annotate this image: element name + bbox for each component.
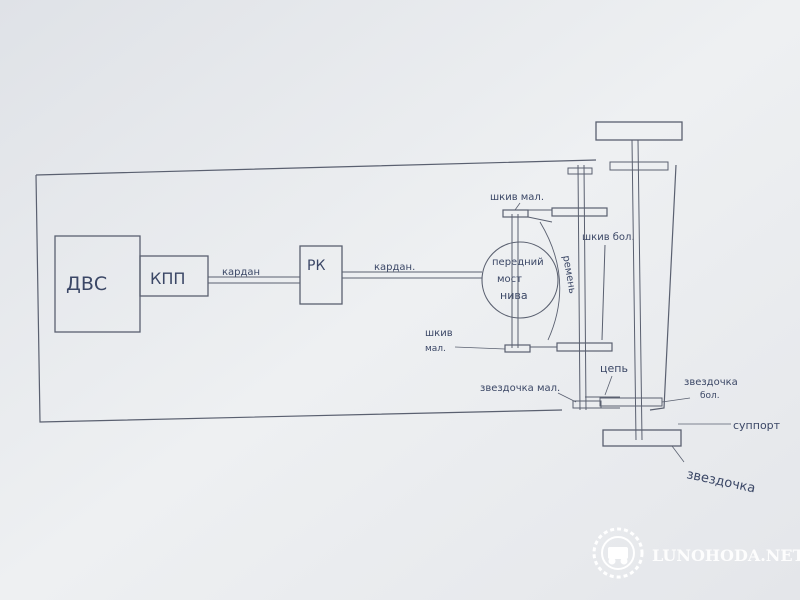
right-shaft-b [601, 244, 606, 341]
cardan-shaft-1-label: кардан [222, 267, 260, 278]
sprocket-small-leader [557, 392, 577, 403]
belt-top [527, 209, 553, 223]
pulley-small-bottom-label-2: мал. [425, 344, 446, 354]
cardan-shaft-1 [208, 276, 300, 284]
chain-leader [604, 375, 613, 396]
front-axle-label-2: мост [497, 274, 522, 285]
cardan-shaft-2 [342, 271, 482, 279]
chain-label: цепь [600, 362, 628, 375]
transfer-case-label: РК [307, 258, 325, 274]
pulley-small-bottom-label-1: шкив [425, 328, 453, 339]
sprocket-big-label-1: звездочка [684, 377, 738, 388]
watermark: LUNOHODA.NET [592, 527, 800, 579]
engine-label: ДВС [66, 273, 107, 295]
pulley-big-label: шкив бол. [582, 232, 635, 243]
right-shaft-a [577, 164, 587, 411]
gearbox-label: КПП [150, 269, 185, 288]
pulley-small-top-leader [514, 202, 521, 211]
frame-outline [35, 159, 677, 423]
gearbox-box [139, 255, 209, 297]
rear-axle-line [631, 139, 643, 441]
pulley-small-top [502, 209, 529, 218]
support-label: суппорт [733, 419, 781, 432]
cardan-shaft-2-label: кардан. [374, 262, 415, 273]
pulley-big-top [551, 207, 608, 217]
hub-top [609, 161, 669, 171]
sprocket-leader [671, 445, 685, 463]
sprocket-small-label: звездочка мал. [480, 383, 560, 394]
pulley-small-top-label: шкив мал. [490, 192, 544, 203]
watermark-text: LUNOHODA.NET [652, 546, 800, 565]
watermark-logo-icon [592, 527, 644, 579]
pulley-small-bottom [504, 344, 531, 353]
front-axle-vertical [511, 214, 519, 348]
pulley-small-bottom-leader [454, 346, 506, 350]
wheel-top [595, 121, 683, 141]
front-axle-label-3: нива [500, 289, 528, 302]
transfer-case-box [299, 245, 343, 305]
sprocket-big-label-2: бол. [700, 391, 720, 401]
belt-right [539, 221, 561, 341]
front-axle-circle [481, 241, 559, 319]
sprocket-big-leader [661, 397, 691, 403]
chain-line [585, 396, 620, 409]
wheel-bottom [602, 429, 682, 447]
hub-top-inner [567, 167, 593, 175]
